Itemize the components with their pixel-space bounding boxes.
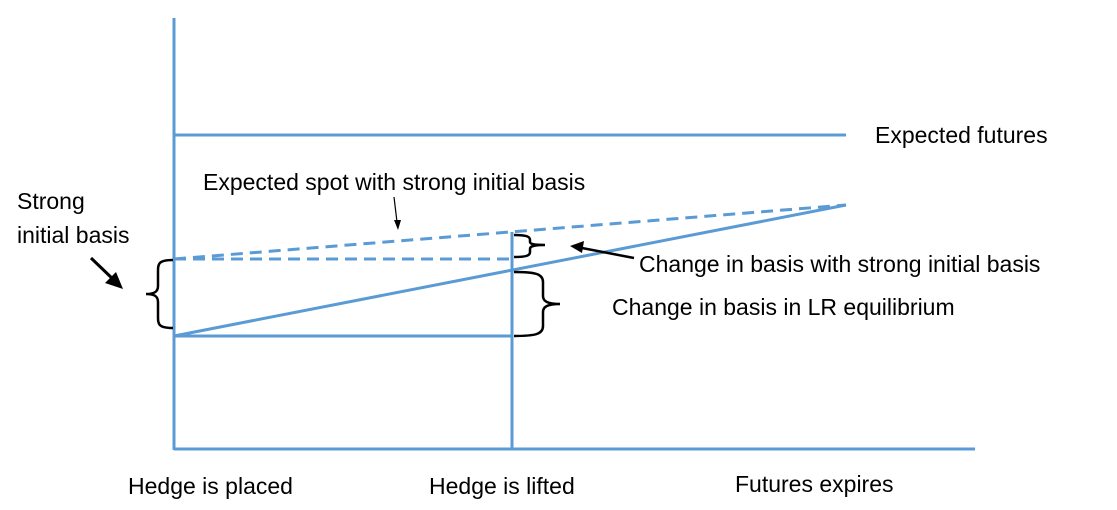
strong-initial-basis-brace <box>145 258 174 330</box>
change-basis-strong-arrow <box>581 246 635 260</box>
strong-initial-basis-label-line1: Strong <box>17 188 85 214</box>
hedge-placed-label: Hedge is placed <box>128 473 293 499</box>
expected-spot-arrow <box>393 196 398 223</box>
expected-spot-strong-label: Expected spot with strong initial basis <box>203 169 585 195</box>
strong-initial-basis-label-line2: initial basis <box>17 222 130 248</box>
expected-spot-arrowhead <box>394 220 401 230</box>
change-basis-lr-label: Change in basis in LR equilibrium <box>612 294 955 320</box>
expected-spot-lr-line <box>173 203 847 338</box>
hedge-lifted-label: Hedge is lifted <box>429 473 575 499</box>
change-basis-strong-arrowhead <box>570 241 584 253</box>
strong-initial-basis-arrowhead <box>105 272 123 289</box>
expected-spot-strong-line <box>173 203 847 261</box>
change-basis-strong-brace <box>513 233 546 259</box>
futures-expires-label: Futures expires <box>735 471 894 497</box>
change-basis-strong-label: Change in basis with strong initial basi… <box>639 251 1040 277</box>
change-basis-lr-brace <box>513 270 561 338</box>
expected-futures-label: Expected futures <box>875 122 1048 148</box>
